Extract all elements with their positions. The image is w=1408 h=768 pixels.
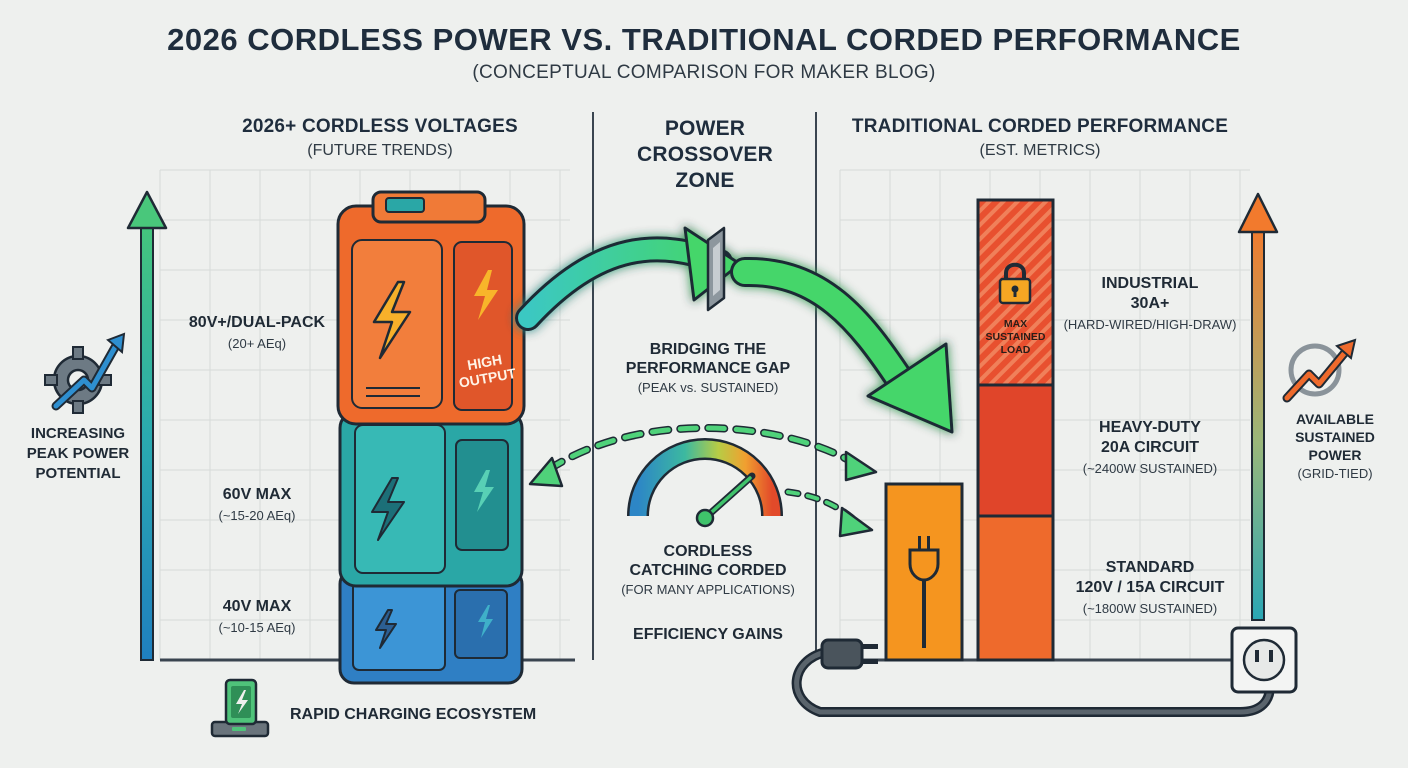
power-cord	[791, 647, 1275, 717]
left-power-arrow	[126, 190, 168, 661]
battery-80v	[336, 190, 526, 426]
gap-line1: BRIDGING THE	[649, 341, 767, 358]
tier-60v: 60V MAX (~15-20 AEq)	[172, 486, 342, 523]
crossover-title: POWER CROSSOVER ZONE	[600, 116, 810, 194]
corded-bar-stack	[976, 198, 1055, 662]
catch-line2: CATCHING CORDED	[629, 562, 787, 579]
right-axis-line3: POWER	[1308, 447, 1362, 463]
right-section-header: TRADITIONAL CORDED PERFORMANCE (EST. MET…	[830, 116, 1250, 160]
locked-line2: SUSTAINED	[985, 331, 1046, 343]
page-title: 2026 CORDLESS POWER VS. TRADITIONAL CORD…	[167, 22, 1241, 57]
dashed-double-arrow	[528, 424, 878, 488]
tier-40v-sub: (~10-15 AEq)	[218, 620, 296, 635]
efficiency-label: EFFICIENCY GAINS	[633, 626, 783, 643]
performance-gap-wall	[706, 226, 726, 312]
outlet-icon	[1230, 626, 1298, 694]
catch-sub: (FOR MANY APPLICATIONS)	[621, 582, 795, 597]
plug-icon	[908, 536, 940, 648]
page-subtitle: (CONCEPTUAL COMPARISON FOR MAKER BLOG)	[472, 62, 936, 83]
left-section-header: 2026+ CORDLESS VOLTAGES (FUTURE TRENDS)	[190, 116, 570, 160]
right-power-arrow	[1237, 192, 1279, 621]
heavy-duty-sub: (~2400W SUSTAINED)	[1082, 461, 1218, 476]
industrial-line2: 30A+	[1130, 295, 1170, 312]
left-axis-label-line2: PEAK POWER	[26, 445, 130, 462]
gap-sub: (PEAK vs. SUSTAINED)	[637, 380, 779, 395]
crossover-title-line2: CROSSOVER	[637, 143, 773, 166]
heavy-duty-line2: 20A CIRCUIT	[1100, 439, 1200, 456]
battery-40v	[338, 568, 524, 685]
tier-60v-label: 60V MAX	[222, 486, 292, 503]
gear-arrow-icon	[44, 332, 126, 414]
trend-arrow-icon	[1282, 338, 1357, 403]
crossover-title-line3: ZONE	[675, 169, 735, 192]
tier-standard: STANDARD 120V / 15A CIRCUIT (~1800W SUST…	[1055, 558, 1245, 616]
right-axis-line1: AVAILABLE	[1295, 411, 1375, 427]
standard-line2: 120V / 15A CIRCUIT	[1075, 579, 1225, 596]
tier-80v: 80V+/DUAL-PACK (20+ AEq)	[172, 314, 342, 351]
right-axis-sub: (GRID-TIED)	[1297, 466, 1373, 481]
crossover-arc-arrow	[515, 226, 954, 434]
right-axis-label: AVAILABLE SUSTAINED POWER (GRID-TIED)	[1270, 410, 1400, 481]
left-section-title: 2026+ CORDLESS VOLTAGES	[242, 116, 518, 137]
standard-sub: (~1800W SUSTAINED)	[1082, 601, 1218, 616]
heavy-duty-line1: HEAVY-DUTY	[1099, 419, 1201, 436]
tier-80v-sub: (20+ AEq)	[227, 336, 287, 351]
charger-icon	[210, 678, 270, 738]
battery-60v	[338, 410, 524, 588]
right-section-title: TRADITIONAL CORDED PERFORMANCE	[851, 116, 1229, 137]
tier-40v: 40V MAX (~10-15 AEq)	[172, 598, 342, 635]
bridging-gap-label: BRIDGING THE PERFORMANCE GAP (PEAK vs. S…	[598, 340, 818, 395]
cord-plug-icon	[820, 638, 878, 670]
industrial-sub: (HARD-WIRED/HIGH-DRAW)	[1063, 317, 1237, 332]
tier-80v-label: 80V+/DUAL-PACK	[188, 314, 326, 331]
left-axis-label-line1: INCREASING	[30, 425, 126, 442]
right-axis-line2: SUSTAINED	[1295, 429, 1375, 445]
left-section-subtitle: (FUTURE TRENDS)	[307, 142, 453, 159]
crossover-title-line1: POWER	[664, 117, 746, 140]
left-axis-label-line3: POTENTIAL	[35, 465, 121, 482]
tier-heavy-duty: HEAVY-DUTY 20A CIRCUIT (~2400W SUSTAINED…	[1060, 418, 1240, 476]
tier-60v-sub: (~15-20 AEq)	[218, 508, 296, 523]
locked-line1: MAX	[1003, 318, 1028, 330]
left-axis-label: INCREASING PEAK POWER POTENTIAL	[18, 424, 138, 484]
charging-label: RAPID CHARGING ECOSYSTEM	[290, 706, 537, 723]
max-sustained-label: MAX SUSTAINED LOAD	[978, 318, 1053, 357]
tier-40v-label: 40V MAX	[222, 598, 292, 615]
tier-industrial: INDUSTRIAL 30A+ (HARD-WIRED/HIGH-DRAW)	[1060, 274, 1240, 332]
industrial-line1: INDUSTRIAL	[1101, 275, 1199, 292]
standard-line1: STANDARD	[1105, 559, 1195, 576]
right-section-subtitle: (EST. METRICS)	[979, 142, 1101, 159]
dashed-arrow-to-bar	[784, 488, 874, 538]
gap-line2: PERFORMANCE GAP	[625, 360, 791, 377]
gauge-icon	[627, 438, 783, 528]
catch-line1: CORDLESS	[663, 543, 753, 560]
catching-label: CORDLESS CATCHING CORDED (FOR MANY APPLI…	[598, 542, 818, 597]
locked-line3: LOAD	[1000, 344, 1031, 356]
padlock-icon	[998, 262, 1032, 305]
